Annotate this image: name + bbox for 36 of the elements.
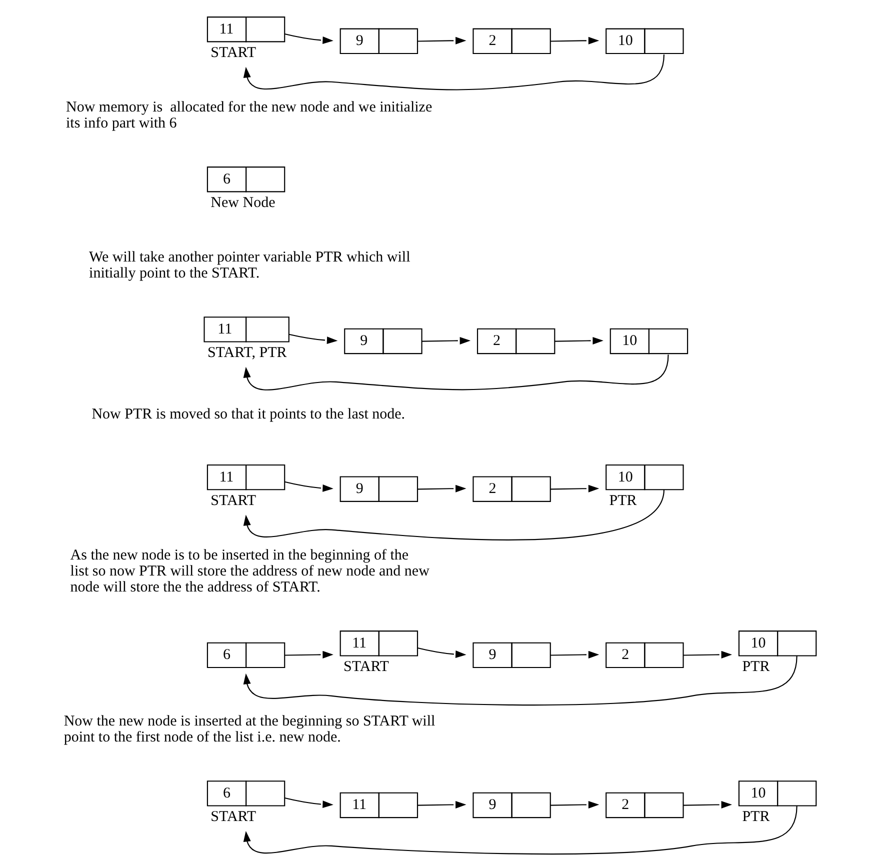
- arrow: [284, 33, 333, 44]
- arrow: [417, 800, 466, 808]
- arrow: [550, 484, 599, 492]
- arrow: [417, 484, 466, 492]
- label: Now memory is allocated for the new node and we initialize its info part with 6: [66, 100, 432, 132]
- arrow: [417, 647, 466, 658]
- label: As the new node is to be inserted in the beginning of the list so now PTR will store the address of new node and new node will store the the address of START.: [70, 548, 429, 596]
- arrow: [417, 36, 466, 44]
- arrow: [550, 36, 599, 44]
- node-label: START: [210, 492, 256, 509]
- label: Now the new node is inserted at the beginning so START will point to the first node of the list i.e. new node.: [63, 714, 435, 746]
- arrow: [284, 798, 333, 808]
- arrow: [682, 650, 732, 658]
- node-label: START: [210, 808, 256, 825]
- arrow: [242, 656, 797, 706]
- arrow: [288, 334, 338, 344]
- arrow: [242, 489, 664, 540]
- node-label: PTR: [742, 658, 770, 675]
- arrow: [242, 354, 668, 390]
- arrow: [554, 336, 603, 344]
- node-label: PTR: [742, 808, 770, 825]
- arrow: [242, 806, 797, 855]
- node-label: PTR: [608, 492, 636, 509]
- arrow: [242, 54, 664, 90]
- label: Now PTR is moved so that it points to the last node.: [91, 406, 405, 423]
- node-label: START: [343, 658, 388, 675]
- arrow: [550, 800, 599, 808]
- arrow: [284, 481, 333, 492]
- label: We will take another pointer variable PTR which will initially point to the START.: [88, 250, 410, 282]
- node-label: START, PTR: [206, 344, 286, 361]
- arrow: [421, 336, 470, 344]
- node-label: New Node: [210, 194, 275, 211]
- arrow: [550, 650, 599, 658]
- arrow: [284, 650, 333, 658]
- node-label: START: [210, 44, 256, 61]
- arrow: [682, 800, 732, 808]
